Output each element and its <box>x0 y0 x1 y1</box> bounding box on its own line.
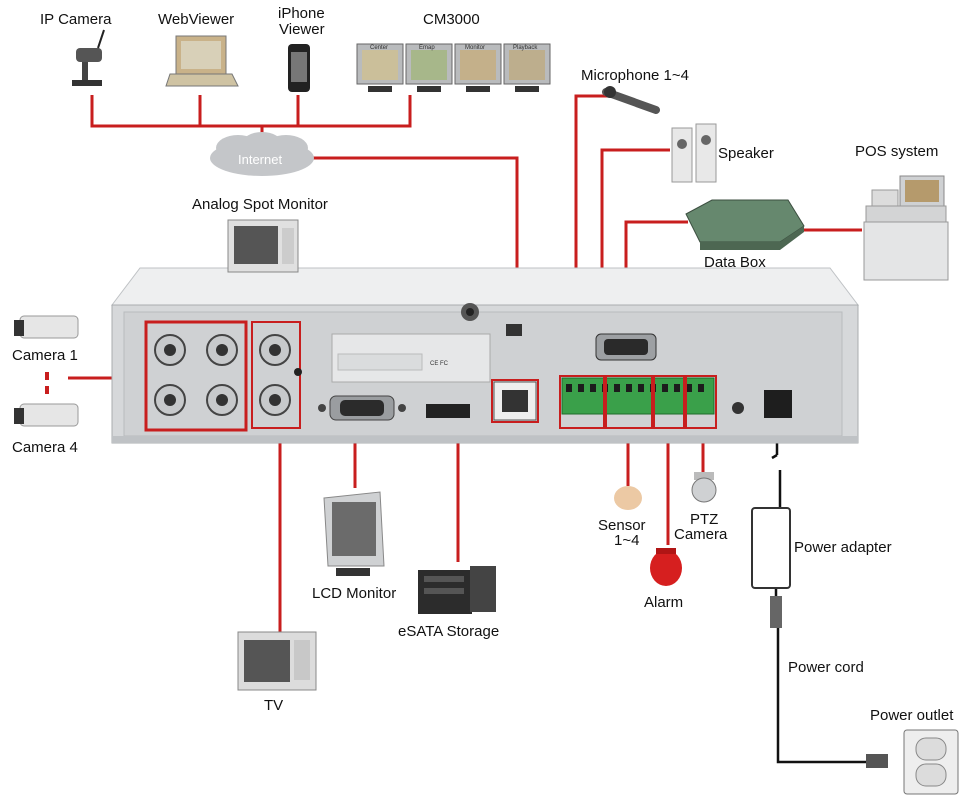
power-adapter-device <box>751 507 791 628</box>
cm-screen-1-label: Center <box>370 45 388 51</box>
alarm-label: Alarm <box>644 594 683 611</box>
lcd-monitor-device <box>323 491 385 576</box>
internet-label: Internet <box>238 152 282 167</box>
data-box-device <box>685 199 805 250</box>
pos-system-device <box>863 175 949 281</box>
cm-screen-2-label: Emap <box>419 45 435 51</box>
tv-device <box>237 631 317 691</box>
speaker-label: Speaker <box>718 145 774 162</box>
ptz-label-2: Camera <box>674 526 728 543</box>
dvr-back-panel: CE FC <box>110 267 860 444</box>
ip-camera-label: IP Camera <box>40 11 112 28</box>
alarm-device <box>650 548 682 586</box>
cm-screen-4-label: Playback <box>513 45 538 51</box>
camera-4-label: Camera 4 <box>12 439 78 456</box>
esata-storage-label: eSATA Storage <box>398 623 499 640</box>
internet-cloud <box>210 132 314 176</box>
cm3000-label: CM3000 <box>423 11 480 28</box>
ptz-label-1: PTZ <box>690 511 718 528</box>
power-outlet-label: Power outlet <box>870 707 954 724</box>
ptz-camera-device <box>691 472 717 503</box>
terminal-blocks <box>559 375 717 429</box>
cm-screen-3-label: Monitor <box>465 45 485 51</box>
cm3000-monitors <box>356 43 551 92</box>
sensor-device <box>614 486 642 510</box>
data-box-label: Data Box <box>704 254 766 271</box>
power-outlet-device <box>866 729 959 795</box>
iphone-viewer-label-2: Viewer <box>279 21 325 38</box>
sensor-label-2: 1~4 <box>614 532 639 549</box>
speaker-device <box>671 123 717 183</box>
camera-4-device <box>14 403 79 427</box>
lcd-monitor-label: LCD Monitor <box>312 585 396 602</box>
analog-spot-monitor-device <box>227 219 299 273</box>
webviewer-laptop <box>165 35 239 87</box>
power-cord-label: Power cord <box>788 659 864 676</box>
webviewer-label: WebViewer <box>158 11 234 28</box>
microphone-device <box>602 86 660 114</box>
camera-input-ports <box>144 320 302 432</box>
ip-camera-device <box>72 29 105 86</box>
pos-system-label: POS system <box>855 143 938 160</box>
power-adapter-label: Power adapter <box>794 539 892 556</box>
tv-label: TV <box>264 697 283 714</box>
iphone-viewer-label-1: iPhone <box>278 5 325 22</box>
camera-1-device <box>14 315 79 339</box>
esata-storage-device <box>418 566 496 614</box>
camera-dots <box>45 372 49 394</box>
camera-1-label: Camera 1 <box>12 347 78 364</box>
sensor-label-1: Sensor <box>598 517 646 534</box>
ce-mark: CE FC <box>430 361 449 367</box>
analog-spot-monitor-label: Analog Spot Monitor <box>192 196 328 213</box>
iphone-device <box>288 44 310 92</box>
microphone-label: Microphone 1~4 <box>581 67 689 84</box>
